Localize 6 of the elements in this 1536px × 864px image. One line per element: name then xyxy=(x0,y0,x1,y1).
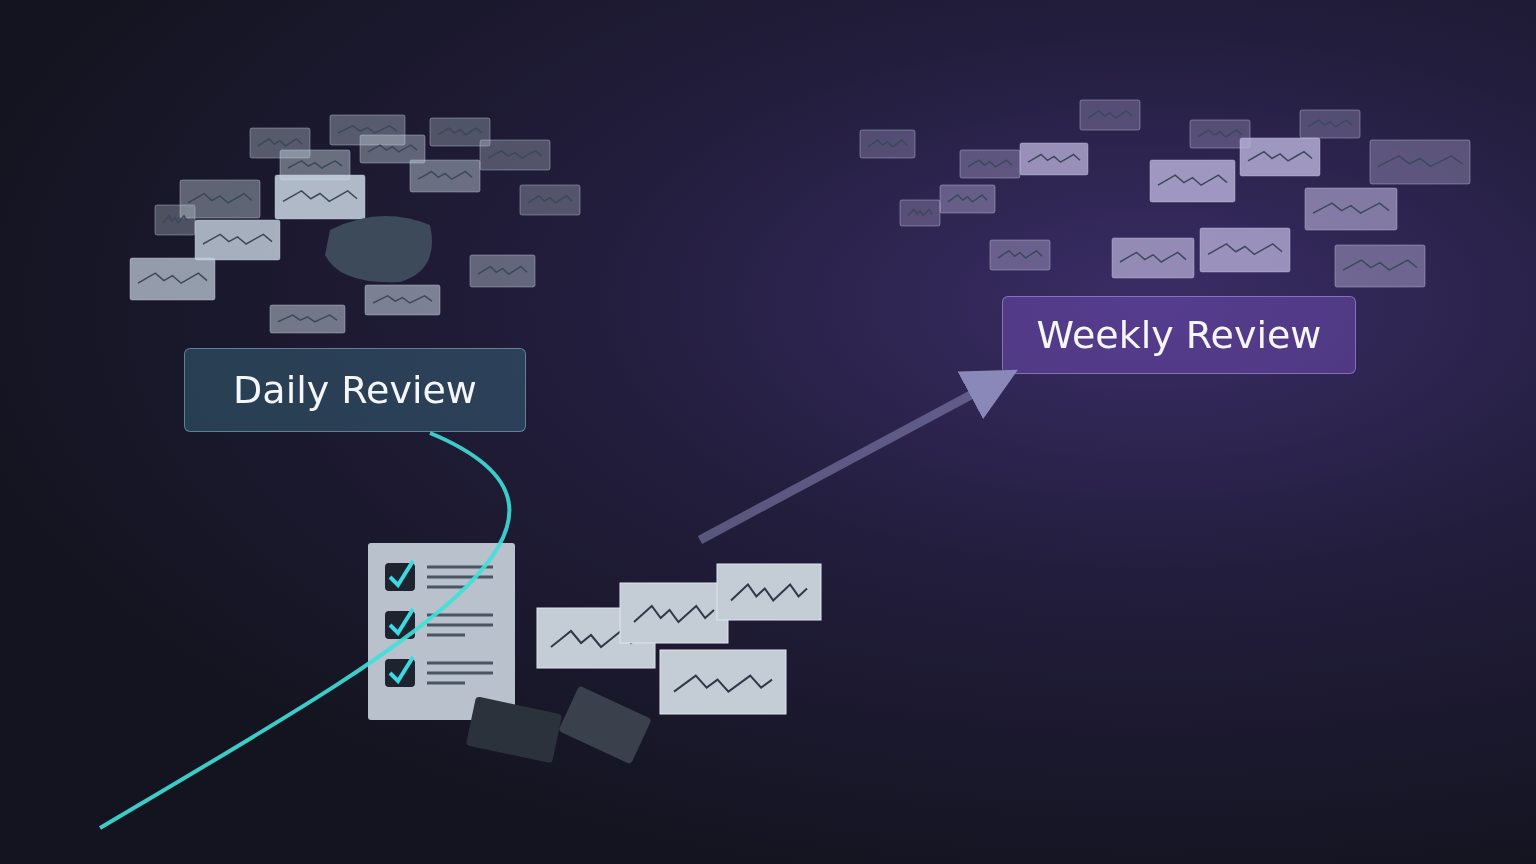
review-title: Daily Review xyxy=(233,368,477,412)
arrow xyxy=(697,369,1018,544)
glowing-path xyxy=(99,431,511,830)
review-title: Weekly Review xyxy=(1036,313,1322,357)
label-box xyxy=(1002,296,1356,374)
label-box xyxy=(184,348,526,432)
